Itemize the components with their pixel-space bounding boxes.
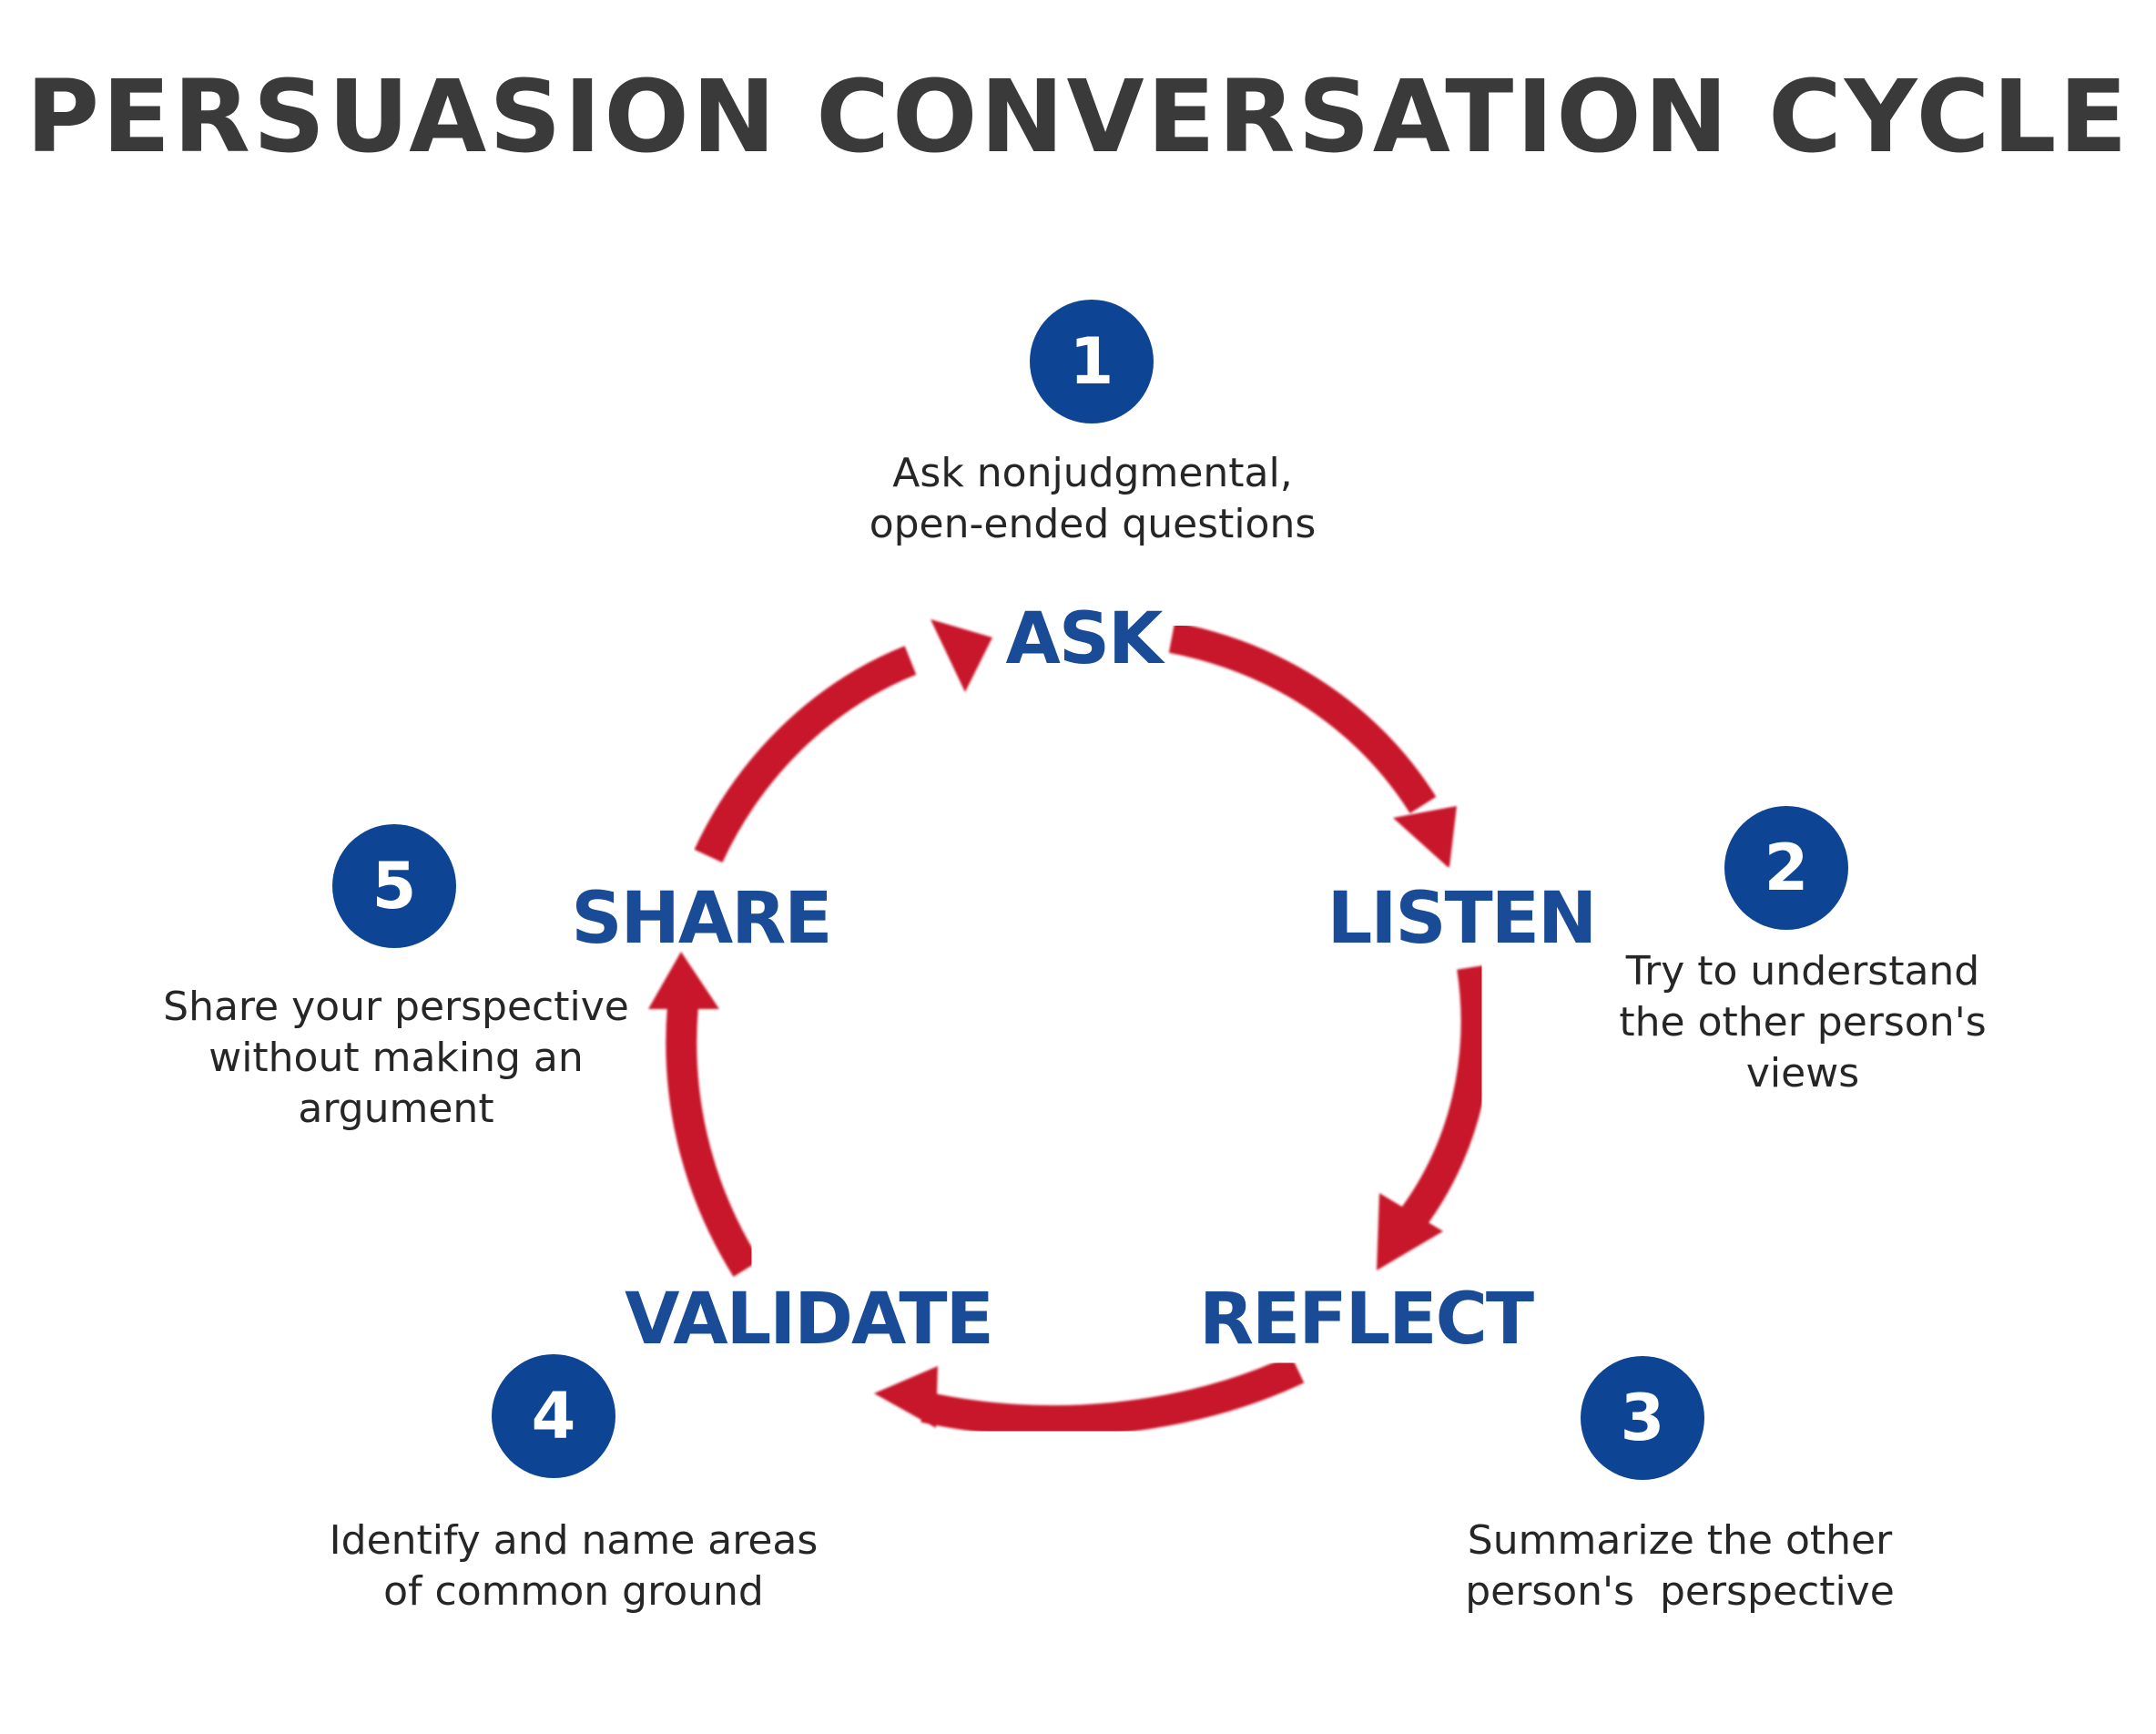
- step-description-2: Try to understand the other person's vie…: [1548, 946, 2058, 1099]
- description-line: Summarize the other: [1467, 1517, 1893, 1564]
- arrow-listen-to-reflect: [1377, 964, 1492, 1270]
- description-line: the other person's: [1619, 999, 1987, 1046]
- step-description-5: Share your perspective without making an…: [127, 982, 665, 1135]
- arrow-ask-to-listen: [1168, 622, 1457, 867]
- description-line: person's perspective: [1465, 1568, 1895, 1615]
- step-number-badge-2: 2: [1724, 806, 1848, 930]
- stage-label-reflect: REFLECT: [1199, 1279, 1534, 1361]
- description-line: open-ended questions: [869, 501, 1317, 547]
- description-line: Identify and name areas: [329, 1517, 819, 1564]
- page-title: PERSUASION CONVERSATION CYCLE: [25, 58, 2131, 175]
- description-line: of common ground: [383, 1568, 764, 1615]
- stage-label-share: SHARE: [571, 878, 830, 960]
- description-line: views: [1745, 1050, 1860, 1096]
- description-line: Try to understand: [1625, 948, 1980, 994]
- stage-label-listen: LISTEN: [1327, 878, 1596, 960]
- step-description-3: Summarize the other person's perspective: [1420, 1515, 1939, 1617]
- stage-label-validate: VALIDATE: [625, 1279, 992, 1361]
- step-number-badge-3: 3: [1581, 1356, 1704, 1480]
- step-description-4: Identify and name areas of common ground: [282, 1515, 865, 1617]
- description-line: Share your perspective: [163, 984, 629, 1030]
- description-line: without making an: [208, 1035, 584, 1081]
- arrow-validate-to-share: [648, 952, 760, 1277]
- arrow-share-to-ask: [694, 619, 992, 863]
- step-number-badge-1: 1: [1030, 300, 1154, 423]
- description-line: argument: [298, 1086, 494, 1132]
- step-number-badge-5: 5: [332, 824, 456, 948]
- description-line: Ask nonjudgmental,: [892, 450, 1293, 496]
- arrow-reflect-to-validate: [874, 1354, 1305, 1437]
- step-description-1: Ask nonjudgmental, open-ended questions: [819, 448, 1366, 550]
- stage-label-ask: ASK: [1006, 598, 1166, 680]
- step-number-badge-4: 4: [492, 1354, 615, 1478]
